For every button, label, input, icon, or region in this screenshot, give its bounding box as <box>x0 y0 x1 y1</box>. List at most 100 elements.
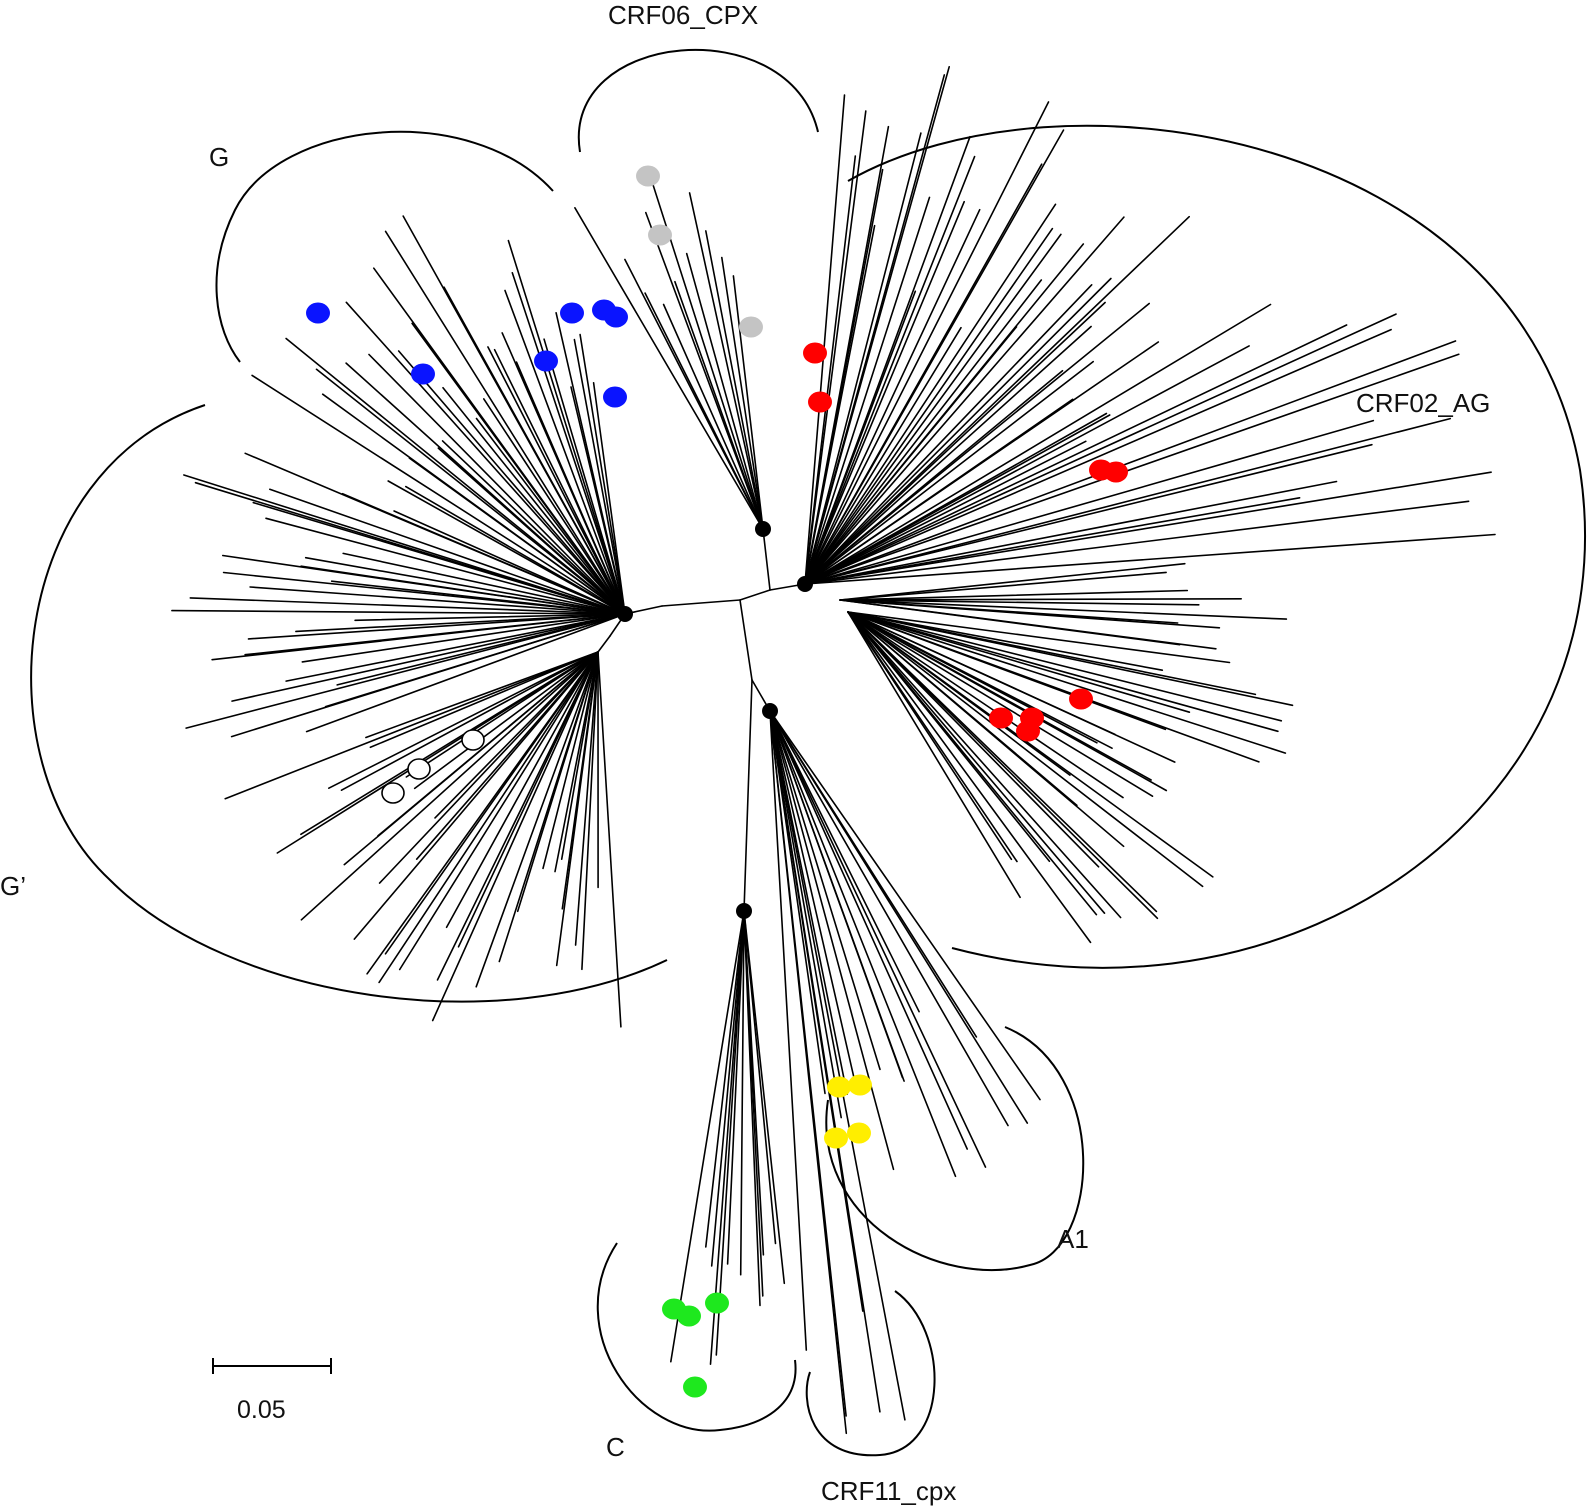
branch-g-prime <box>305 613 626 733</box>
branch-g-prime <box>560 651 599 861</box>
branch-g-prime <box>398 651 599 971</box>
internal-node <box>762 703 778 719</box>
branch-crf02 <box>839 599 1200 606</box>
branch-crf06 <box>688 192 764 530</box>
branch-crf02 <box>804 233 1062 585</box>
branch-crf02 <box>804 326 962 585</box>
branch-g <box>251 374 626 615</box>
clade-outlines <box>30 48 1586 1457</box>
branch-crf02 <box>804 345 1250 585</box>
branch-crf02 <box>804 360 1094 585</box>
branch-crf02 <box>839 571 1167 601</box>
branch-a1 <box>769 710 904 1079</box>
branch-crf02 <box>804 480 1338 585</box>
branch-crf06 <box>732 275 764 530</box>
branch-crf02 <box>804 155 976 585</box>
branch-crf02 <box>847 611 1152 781</box>
branch-crf02 <box>804 353 1460 585</box>
backbone-branch <box>743 679 753 912</box>
tip-marker-crf06 <box>636 165 660 187</box>
branch-c <box>709 910 745 1365</box>
branch-g-prime <box>247 613 626 640</box>
branch-g-prime <box>244 452 626 615</box>
branch-g-prime <box>285 613 626 682</box>
branch-crf02 <box>804 101 1050 585</box>
backbone-branch <box>739 599 753 681</box>
branch-g-prime <box>295 613 626 633</box>
branch-crf02 <box>847 611 1124 799</box>
branch-a1 <box>769 710 987 1168</box>
branch-crf02 <box>804 301 1106 585</box>
branch-crf02 <box>804 412 1108 585</box>
tip-marker-c <box>705 1292 729 1314</box>
branch-crf06 <box>662 303 764 530</box>
branch-crf02 <box>847 611 1018 863</box>
outline-a1 <box>825 1026 1085 1271</box>
branch-crf06 <box>644 211 764 530</box>
branch-g <box>437 447 626 615</box>
branch-g <box>387 480 626 615</box>
clade-label-crf06-cpx: CRF06_CPX <box>608 0 758 30</box>
branch-crf02 <box>847 611 1106 915</box>
branch-g-prime <box>405 651 599 778</box>
branch-g-prime <box>194 481 626 615</box>
branch-crf02 <box>839 589 1189 601</box>
tip-marker-a1 <box>848 1074 872 1096</box>
branch-g <box>482 398 626 615</box>
branch-g-prime <box>340 651 599 792</box>
branch-g <box>321 393 626 615</box>
branch-g-prime <box>224 651 599 800</box>
branch-crf02 <box>847 611 1098 916</box>
branch-g-prime <box>369 651 599 749</box>
branch-crf06 <box>685 252 764 530</box>
scale-bar: 0.05 <box>212 1358 332 1424</box>
branch-crf02 <box>847 611 1191 714</box>
tip-marker-open <box>461 729 485 751</box>
branch-g-prime <box>436 651 599 981</box>
branch-a1 <box>769 710 895 1171</box>
outline-crf02 <box>847 124 1586 969</box>
branch-g-prime <box>542 651 599 870</box>
branch-crf11 <box>769 710 881 1413</box>
branch-g-prime <box>304 556 626 615</box>
branch-crf02 <box>847 611 1113 750</box>
branch-crf11 <box>769 710 848 1435</box>
branch-g <box>487 346 626 615</box>
branch-c <box>710 910 745 1267</box>
branch-c <box>743 910 777 1245</box>
branch-a1 <box>769 710 843 1119</box>
branch-crf02 <box>804 94 846 585</box>
branch-crf02 <box>804 533 1496 585</box>
branch-crf02 <box>804 500 1470 585</box>
branch-crf02 <box>804 303 1272 585</box>
branch-a1 <box>769 710 1029 1124</box>
branch-crf02 <box>804 129 1065 585</box>
branch-g-prime <box>185 613 626 729</box>
branch-g-prime <box>377 651 599 837</box>
branch-crf02 <box>839 562 1186 601</box>
outline-g <box>215 130 554 363</box>
tip-marker-a1 <box>847 1122 871 1144</box>
branch-g-prime <box>353 651 599 940</box>
branch-g <box>579 333 626 615</box>
internal-node <box>797 576 813 592</box>
tip-marker-crf02 <box>1069 688 1093 710</box>
branch-crf02 <box>847 611 1092 944</box>
branch-g <box>507 239 626 615</box>
branch-g-prime <box>231 613 626 702</box>
branch-crf02 <box>804 216 1125 585</box>
tip-marker-c <box>683 1376 707 1398</box>
branch-crf02 <box>839 599 1288 620</box>
branch-g-prime <box>211 613 626 661</box>
branch-g-prime <box>431 651 599 1022</box>
branch-crf02 <box>804 66 951 585</box>
clade-label-crf02-ag: CRF02_AG <box>1356 388 1490 418</box>
clade-label-c: C <box>606 1432 625 1462</box>
tip-marker-crf06 <box>739 316 763 338</box>
branch-crf02 <box>804 227 1054 585</box>
backbone-branch <box>762 528 771 591</box>
branch-g-prime <box>365 651 599 739</box>
branch-crf02 <box>804 325 1092 585</box>
tip-marker-g <box>604 306 628 328</box>
